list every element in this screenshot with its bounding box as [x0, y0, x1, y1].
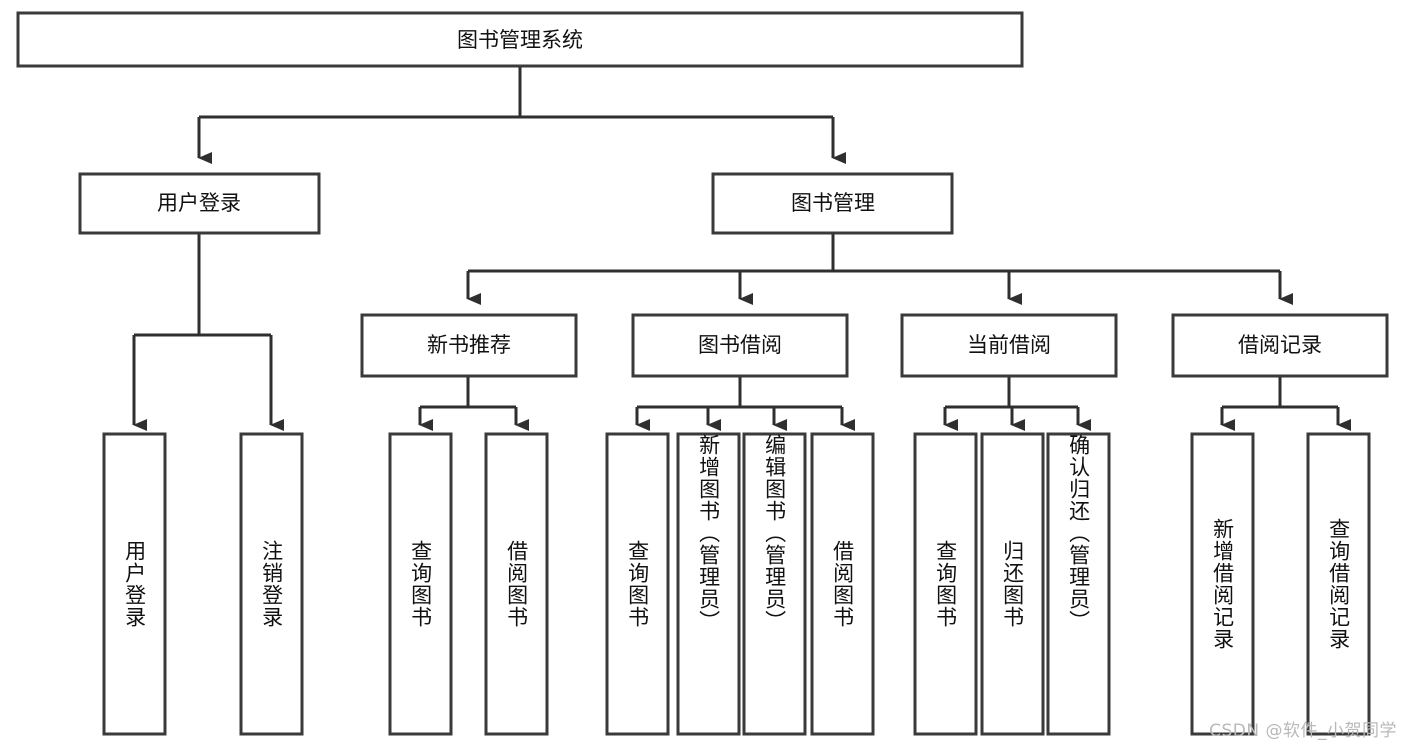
node-user-login[interactable]: 用户登录	[78, 172, 321, 235]
node-new-book-recommend-label: 新书推荐	[427, 333, 511, 357]
node-current-borrow-label: 当前借阅	[967, 333, 1051, 357]
csdn-watermark: CSDN @软件_小贺同学	[1209, 721, 1397, 741]
node-book-management-label: 图书管理	[791, 191, 875, 215]
leaf-box-borrow-book-1[interactable]	[484, 432, 549, 736]
connector-book-mgmt-to-level3	[466, 233, 1293, 305]
connector-borrow-records-to-leaves	[1220, 376, 1351, 431]
leaf-box-edit-book-admin[interactable]	[742, 432, 807, 736]
leaf-box-query-book-2[interactable]	[605, 432, 670, 736]
leaf-box-add-book-admin[interactable]	[676, 432, 741, 736]
node-borrow-records-label: 借阅记录	[1238, 333, 1322, 357]
leaf-box-logout[interactable]	[239, 432, 304, 736]
node-user-login-label: 用户登录	[157, 191, 241, 215]
connector-user-login-to-leaves	[132, 233, 284, 431]
leaf-box-group	[102, 432, 1371, 736]
node-book-management[interactable]: 图书管理	[711, 172, 954, 235]
node-borrow-records[interactable]: 借阅记录	[1171, 313, 1389, 378]
connector-current-borrow-to-leaves	[943, 376, 1091, 431]
connector-book-borrow-to-leaves	[635, 376, 855, 431]
connector-new-book-to-leaves	[418, 376, 529, 431]
leaf-box-add-borrow-record[interactable]	[1190, 432, 1255, 736]
node-book-borrow[interactable]: 图书借阅	[631, 313, 849, 378]
connector-root-to-level2	[197, 66, 846, 164]
node-current-borrow[interactable]: 当前借阅	[900, 313, 1118, 378]
leaf-box-borrow-book-2[interactable]	[810, 432, 875, 736]
leaf-box-user-login[interactable]	[102, 432, 167, 736]
node-root-label: 图书管理系统	[457, 28, 583, 52]
leaf-box-query-borrow-record[interactable]	[1306, 432, 1371, 736]
leaf-box-return-book[interactable]	[980, 432, 1045, 736]
leaf-box-query-book-1[interactable]	[388, 432, 453, 736]
node-book-borrow-label: 图书借阅	[698, 333, 782, 357]
leaf-box-confirm-return-admin[interactable]	[1046, 432, 1111, 736]
node-new-book-recommend[interactable]: 新书推荐	[360, 313, 578, 378]
node-root-system[interactable]: 图书管理系统	[16, 11, 1024, 68]
leaf-box-query-book-3[interactable]	[913, 432, 978, 736]
